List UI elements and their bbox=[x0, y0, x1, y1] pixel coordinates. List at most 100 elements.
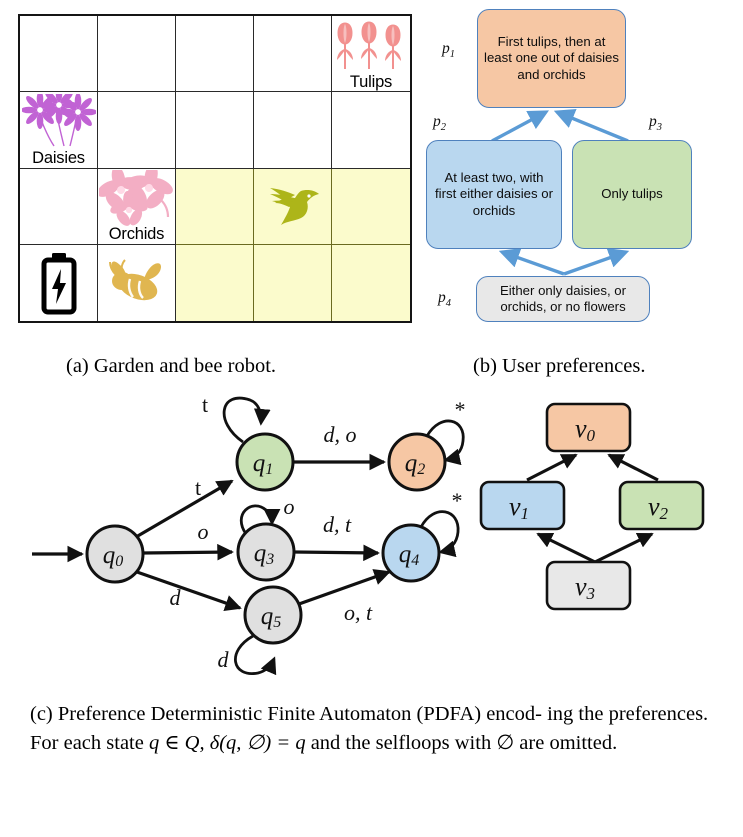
selfloop-q5 bbox=[234, 634, 277, 676]
transition-q0-q3 bbox=[142, 543, 234, 561]
grid-cell-r1c5[interactable]: Tulips bbox=[332, 16, 410, 93]
transition-label-q5-q4: o, t bbox=[344, 600, 373, 625]
garden-grid: Tulips bbox=[18, 14, 412, 323]
pdfa-automaton: q0 q1 q2 q3 q4 q5 t o d d, o d, t o, t t… bbox=[32, 392, 465, 676]
transition-label-q0-q5: d bbox=[170, 585, 182, 610]
panel-pdfa: q0 q1 q2 q3 q4 q5 t o d d, o d, t o, t t… bbox=[0, 392, 743, 692]
state-label-q1: q1 bbox=[253, 450, 274, 478]
transition-q0-q5 bbox=[136, 570, 242, 611]
selfloop-q1 bbox=[222, 396, 271, 444]
preference-box-p2[interactable]: At least two, with first either daisies … bbox=[426, 140, 562, 249]
vnode-label-v2: v2 bbox=[648, 492, 669, 523]
state-q3[interactable] bbox=[236, 522, 296, 582]
caption-c-line2a: ing the preferences. For each state bbox=[30, 703, 709, 754]
preference-text-p4: Either only daisies, or orchids, or no f… bbox=[499, 282, 627, 314]
selfloop-label-q5: d bbox=[218, 647, 230, 672]
vnode-label-v3: v3 bbox=[575, 572, 595, 603]
vnode-label-v1: v1 bbox=[509, 492, 529, 523]
grid-cell-r4c3[interactable] bbox=[176, 244, 254, 321]
grid-cell-r3c3[interactable] bbox=[176, 168, 254, 245]
grid-cell-r4c4[interactable] bbox=[254, 244, 332, 321]
panel-user-preferences: First tulips, then at least one out of d… bbox=[420, 6, 740, 324]
battery-icon bbox=[20, 245, 97, 321]
preference-edges bbox=[491, 108, 630, 276]
grid-cell-r4c2[interactable] bbox=[98, 244, 176, 321]
preference-label-p4: p4 bbox=[438, 289, 451, 310]
preference-label-p1: p1 bbox=[442, 40, 455, 61]
transition-label-q3-q4: d, t bbox=[323, 512, 352, 537]
vnode-v2[interactable] bbox=[618, 480, 705, 531]
grid-cell-r2c1[interactable]: Daisies bbox=[20, 92, 98, 169]
grid-cell-r1c1[interactable] bbox=[20, 16, 98, 93]
transition-label-q0-q1: t bbox=[195, 475, 201, 500]
preference-label-p3: p3 bbox=[649, 113, 662, 134]
caption-c-line2b: and the bbox=[305, 731, 371, 754]
grid-cell-r1c4[interactable] bbox=[254, 16, 332, 93]
grid-cell-r3c1[interactable] bbox=[20, 168, 98, 245]
grid-cell-label-orchids: Orchids bbox=[108, 225, 165, 244]
transition-label-q1-q2: d, o bbox=[324, 422, 357, 447]
state-q1[interactable] bbox=[235, 432, 295, 492]
caption-c-math: q ∈ Q, δ(q, ∅) = q bbox=[148, 731, 306, 754]
bird-icon bbox=[254, 169, 331, 244]
selfloop-q2 bbox=[425, 419, 465, 466]
orchids-icon bbox=[98, 169, 175, 226]
vnode-v0[interactable] bbox=[545, 402, 632, 453]
preference-text-p1: First tulips, then at least one out of d… bbox=[484, 34, 619, 82]
preference-text-p2: At least two, with first either daisies … bbox=[435, 170, 553, 218]
preference-text-p3: Only tulips bbox=[601, 186, 663, 202]
grid-cell-r2c5[interactable] bbox=[332, 92, 410, 169]
caption-panel-a: (a) Garden and bee robot. bbox=[66, 355, 277, 377]
grid-cell-r2c4[interactable] bbox=[254, 92, 332, 169]
vedge-v1-v0 bbox=[526, 453, 578, 482]
state-q4[interactable] bbox=[381, 523, 441, 583]
grid-cell-r3c2[interactable]: Orchids bbox=[98, 168, 176, 245]
selfloop-label-q3: o bbox=[284, 494, 295, 519]
state-label-q2: q2 bbox=[405, 450, 426, 478]
state-label-q3: q3 bbox=[254, 540, 275, 568]
preference-box-p3[interactable]: Only tulips bbox=[572, 140, 692, 249]
vedge-v3-v1 bbox=[536, 532, 596, 564]
state-q5[interactable] bbox=[243, 585, 303, 645]
panel-garden: Tulips bbox=[18, 14, 412, 323]
caption-panel-c: (c) Preference Deterministic Finite Auto… bbox=[30, 700, 720, 757]
grid-cell-r2c2[interactable] bbox=[98, 92, 176, 169]
preference-box-p4[interactable]: Either only daisies, or orchids, or no f… bbox=[476, 276, 650, 322]
grid-cell-r3c4[interactable] bbox=[254, 168, 332, 245]
state-q0[interactable] bbox=[85, 524, 145, 584]
grid-cell-r4c5[interactable] bbox=[332, 244, 410, 321]
grid-cell-r1c3[interactable] bbox=[176, 16, 254, 93]
vedge-v2-v0 bbox=[607, 453, 659, 482]
caption-panel-b: (b) User preferences. bbox=[473, 355, 646, 377]
selfloop-label-q4: * bbox=[451, 488, 462, 513]
caption-c-line1: (c) Preference Deterministic Finite Auto… bbox=[30, 703, 542, 725]
grid-cell-label-tulips: Tulips bbox=[349, 72, 393, 91]
selfloop-label-q1: t bbox=[202, 392, 208, 417]
state-label-q4: q4 bbox=[399, 541, 420, 569]
grid-cell-r3c5[interactable] bbox=[332, 168, 410, 245]
state-label-q0: q0 bbox=[103, 542, 124, 570]
transition-q0-q1 bbox=[135, 479, 234, 539]
state-label-q5: q5 bbox=[261, 603, 282, 631]
grid-cell-label-daisies: Daisies bbox=[32, 149, 85, 167]
preference-box-p1[interactable]: First tulips, then at least one out of d… bbox=[477, 9, 626, 108]
state-q2[interactable] bbox=[387, 432, 447, 492]
transition-label-q0-q3: o bbox=[198, 519, 209, 544]
grid-cell-r1c2[interactable] bbox=[98, 16, 176, 93]
transition-q3-q4 bbox=[293, 544, 380, 562]
vnode-label-v0: v0 bbox=[575, 414, 596, 445]
tulips-icon bbox=[332, 18, 410, 72]
transition-q5-q4 bbox=[298, 569, 391, 606]
daisies-icon bbox=[20, 94, 97, 148]
preference-label-p2: p2 bbox=[433, 113, 446, 134]
caption-c-line3: selfloops with ∅ are omitted. bbox=[375, 731, 618, 754]
grid-cell-r2c3[interactable] bbox=[176, 92, 254, 169]
grid-cell-r4c1[interactable] bbox=[20, 244, 98, 321]
selfloop-q4 bbox=[419, 510, 460, 558]
preference-value-graph: v0 v1 v2 v3 bbox=[479, 402, 705, 611]
selfloop-label-q2: * bbox=[454, 397, 465, 422]
vnode-v3[interactable] bbox=[545, 560, 632, 611]
vnode-v1[interactable] bbox=[479, 480, 566, 531]
vedge-v3-v2 bbox=[594, 532, 654, 564]
bee-robot-icon bbox=[98, 245, 175, 321]
